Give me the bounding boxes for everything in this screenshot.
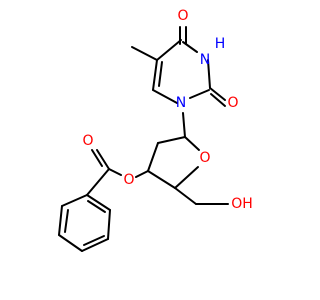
atom-nitrogen-label: N (176, 95, 186, 111)
bond (147, 142, 159, 172)
bond (86, 194, 111, 211)
atom-oxygen-label: O (177, 8, 188, 24)
bond (64, 209, 69, 233)
bond (189, 89, 210, 99)
atom-nitrogen-label: N (200, 52, 210, 68)
bond (81, 238, 109, 252)
bonds (58, 26, 229, 252)
bond (58, 234, 83, 252)
bond (147, 170, 176, 189)
bond (152, 59, 158, 91)
atom-oxygen-label: O (123, 172, 134, 188)
bond (86, 168, 110, 196)
bond (210, 93, 226, 107)
molecule-diagram: O H N O N O O O OH (58, 8, 253, 252)
bond (207, 59, 211, 89)
bond (108, 168, 122, 176)
atom-labels: O H N O N O O O OH (82, 8, 252, 212)
atom-hydrogen-label: H (215, 36, 226, 52)
bond (174, 166, 199, 189)
bond (61, 194, 88, 207)
bond (135, 170, 149, 178)
bond (156, 39, 182, 61)
atom-oxygen-label: O (199, 150, 210, 166)
bond (83, 235, 105, 246)
bond (58, 205, 63, 236)
bond (131, 46, 158, 61)
bond (152, 89, 178, 104)
bond (157, 136, 186, 144)
bond (91, 149, 103, 167)
bond (158, 61, 163, 87)
atom-oxygen-label: O (82, 133, 93, 149)
bond (182, 112, 186, 138)
bond (182, 41, 198, 53)
bond (87, 200, 106, 213)
bond (209, 87, 226, 101)
bond (174, 187, 197, 205)
bond (184, 136, 200, 151)
atom-oxygen-label: O (227, 95, 238, 111)
bond (96, 149, 110, 170)
atom-hydroxyl-label: OH (231, 196, 253, 212)
bond (107, 209, 111, 240)
